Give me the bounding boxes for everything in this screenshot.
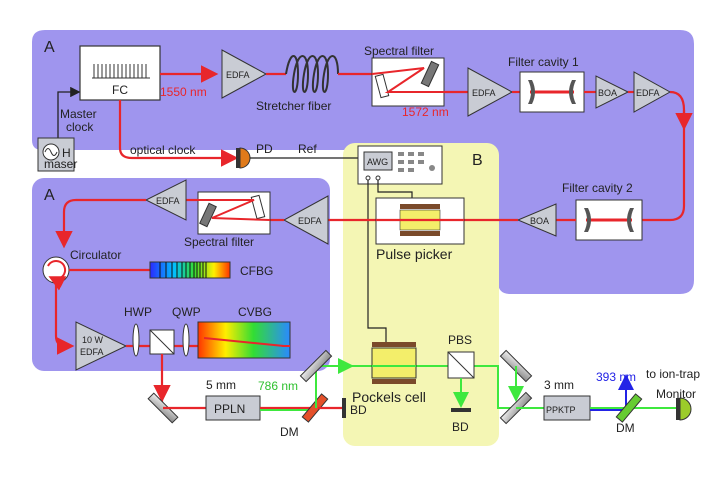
filter-cavity-2-label: Filter cavity 2 <box>562 181 633 195</box>
qwp-waveplate <box>182 323 190 357</box>
edfa-10w-label-2: EDFA <box>80 347 104 357</box>
mm5-label: 5 mm <box>206 378 236 392</box>
master-label: Master <box>60 107 97 121</box>
ppktp-label: PPKTP <box>546 405 576 415</box>
edfa-label-1: EDFA <box>226 70 250 80</box>
bd-label-2: BD <box>452 420 469 434</box>
pbs-label: PBS <box>448 333 472 347</box>
mirror-top-mid <box>299 349 333 383</box>
maser-label: maser <box>44 157 77 171</box>
bd-label-1: BD <box>350 403 367 417</box>
beam-edfa5-to-circulator <box>55 198 146 249</box>
cfbg-label: CFBG <box>240 264 273 278</box>
edfa-amp-5 <box>144 179 187 221</box>
awg-panel-buttons <box>398 152 435 172</box>
mm3-label: 3 mm <box>544 378 574 392</box>
awg-to-pulse-picker-cable <box>377 180 413 200</box>
boa-label-2: BOA <box>530 216 549 226</box>
cavity1-mirror-left <box>528 80 535 104</box>
nm1572-label: 1572 nm <box>402 105 449 119</box>
grating-bottom-a <box>199 202 217 228</box>
nm786-label: 786 nm <box>258 379 298 393</box>
beam-in-filter-bottom <box>198 199 271 221</box>
section-label-a-bottom: A <box>44 187 55 204</box>
beam-dump-2 <box>451 408 471 412</box>
optical-clock-line <box>118 100 239 167</box>
circulator-label: Circulator <box>70 248 121 262</box>
ppktp-crystal <box>543 395 591 421</box>
nm393-label: 393 nm <box>596 370 636 384</box>
cavity1-mirror-right <box>569 80 576 104</box>
pockels-label: Pockels cell <box>352 389 426 405</box>
edfa-amp-3 <box>633 71 672 113</box>
grating-top-b <box>420 60 440 88</box>
cvbg-grating <box>197 321 291 359</box>
section-label-b: B <box>472 152 483 169</box>
dm-mirror-2 <box>615 393 643 423</box>
boa-amp-2 <box>516 203 557 237</box>
beam-circulator-to-10w-edfa <box>54 283 75 355</box>
clock-label: clock <box>66 120 94 134</box>
fc-label: FC <box>112 83 128 97</box>
photodiode-icon <box>239 147 251 169</box>
h-label: H <box>62 146 71 160</box>
edfa-label-5: EDFA <box>156 196 180 206</box>
ppln-label: PPLN <box>214 402 245 416</box>
beam-dump-1 <box>342 398 346 418</box>
beam-in-filter-top <box>371 67 444 93</box>
edfa-label-2: EDFA <box>472 88 496 98</box>
grating-bottom-b <box>250 194 266 220</box>
spectral-filter-top-label: Spectral filter <box>364 44 434 58</box>
dm-label-2: DM <box>616 421 635 435</box>
ppln-crystal <box>205 395 261 421</box>
cvbg-label: CVBG <box>238 305 272 319</box>
pulse-picker-label: Pulse picker <box>376 246 453 262</box>
edfa-10w-label-1: 10 W <box>82 335 104 345</box>
qwp-label: QWP <box>172 305 201 319</box>
edfa-amp-4 <box>282 195 329 245</box>
stretcher-label: Stretcher fiber <box>256 99 331 113</box>
pd-label: PD <box>256 142 273 156</box>
edfa-label-4: EDFA <box>298 216 322 226</box>
dm-label-1: DM <box>280 425 299 439</box>
awg-to-pockels-cable <box>367 180 387 342</box>
ref-label: Ref <box>298 142 317 156</box>
cavity2-mirror-left <box>584 208 591 232</box>
beam-to-cavity2 <box>642 90 686 222</box>
edfa-10w-amp <box>75 321 128 371</box>
edfa-amp-1 <box>221 49 268 99</box>
boa-label-1: BOA <box>598 88 617 98</box>
monitor-label: Monitor <box>656 387 696 401</box>
master-clock-line <box>57 86 81 138</box>
stretcher-coil <box>285 55 339 93</box>
monitor-detector-icon <box>679 397 692 421</box>
hwp-label: HWP <box>124 305 152 319</box>
optical-clock-label: optical clock <box>130 143 196 157</box>
grating-top-a <box>374 73 390 99</box>
nm1550-label: 1550 nm <box>160 85 207 99</box>
frequency-comb-box <box>79 45 161 101</box>
ion-trap-label: to ion-trap <box>646 367 700 381</box>
edfa-amp-2 <box>467 67 514 117</box>
filter-cavity-1-label: Filter cavity 1 <box>508 55 579 69</box>
cavity2-mirror-right <box>627 208 634 232</box>
section-label-a-top: A <box>44 39 55 56</box>
spectral-filter-bottom-label: Spectral filter <box>184 235 254 249</box>
comb-teeth-icon <box>92 64 150 79</box>
edfa-label-3: EDFA <box>636 88 660 98</box>
hwp-waveplate <box>132 323 140 357</box>
awg-label: AWG <box>367 157 388 167</box>
boa-amp-1 <box>595 75 630 109</box>
pockels-cell <box>371 347 417 379</box>
